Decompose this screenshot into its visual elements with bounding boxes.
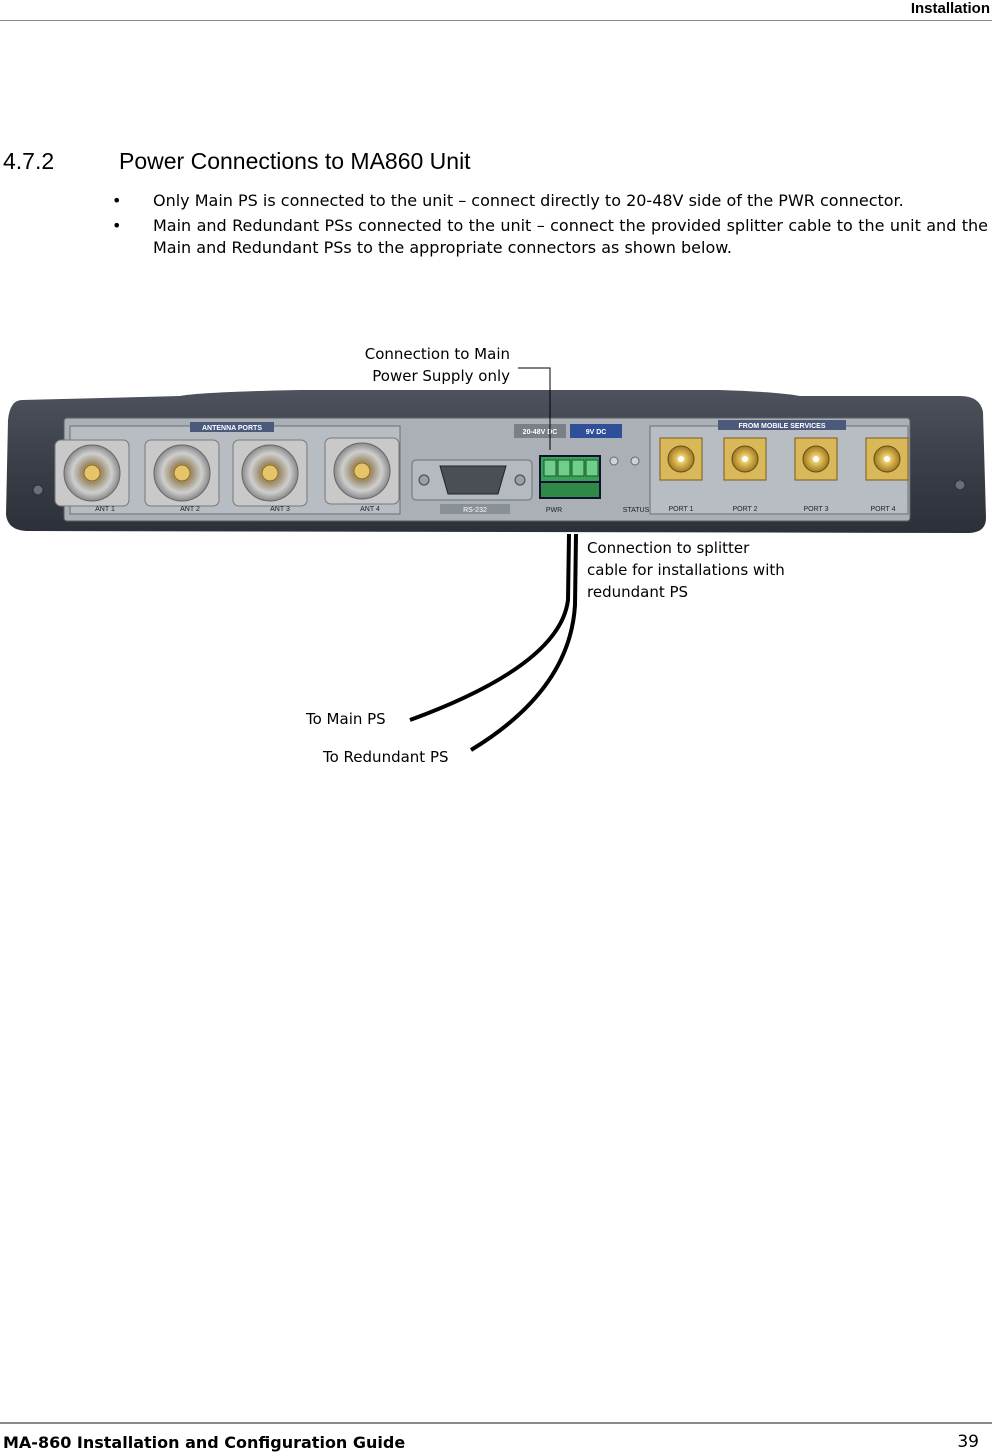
callout-splitter-line-1: Connection to splitter xyxy=(587,539,750,557)
status-led-2 xyxy=(630,456,640,466)
callout-main-only-line-2: Power Supply only xyxy=(372,367,510,385)
mounting-hole-left xyxy=(32,484,44,496)
port-2-label: PORT 2 xyxy=(732,506,757,513)
port-connector-3 xyxy=(794,437,838,481)
port-1-label: PORT 1 xyxy=(668,506,693,513)
ant-connector-1 xyxy=(54,439,130,507)
footer-rule xyxy=(0,1422,992,1424)
rs232-connector xyxy=(411,459,533,501)
callout-main-only-line-1: Connection to Main xyxy=(364,345,510,363)
callout-main-only-leader xyxy=(518,367,551,450)
callout-splitter-line-2: cable for installations with xyxy=(587,561,785,579)
ant-connector-3 xyxy=(232,439,308,507)
status-label: STATUS xyxy=(623,507,650,514)
pwr-terminal-block xyxy=(539,455,601,499)
ant-1-label: ANT 1 xyxy=(95,506,115,513)
callout-splitter-line-3: redundant PS xyxy=(587,583,689,601)
label-to-main-ps: To Main PS xyxy=(306,710,386,728)
ant-3-label: ANT 3 xyxy=(270,506,290,513)
callout-main-only: Connection to Main Power Supply only xyxy=(365,343,510,387)
antenna-label-box xyxy=(190,422,274,432)
voltage-main-box xyxy=(514,424,566,438)
running-header: Installation xyxy=(910,0,990,17)
port-connector-2 xyxy=(723,437,767,481)
voltage-main-label: 20-48V DC xyxy=(523,429,558,436)
cable-to-redundant-ps xyxy=(469,533,578,752)
mounting-hole-right xyxy=(954,479,966,491)
cable-to-main-ps xyxy=(409,533,571,722)
ant-2-label: ANT 2 xyxy=(180,506,200,513)
page-number: 39 xyxy=(957,1432,979,1452)
port-connector-1 xyxy=(659,437,703,481)
section-heading: 4.7.2 Power Connections to MA860 Unit xyxy=(3,148,471,175)
power-connection-figure: ANTENNA PORTS ANT 1 ANT 2 ANT 3 ANT 4 xyxy=(0,330,992,790)
list-item: • Main and Redundant PSs connected to th… xyxy=(112,215,988,259)
port-4-label: PORT 4 xyxy=(870,506,895,513)
section-number: 4.7.2 xyxy=(3,148,55,174)
bullet-text: Only Main PS is connected to the unit – … xyxy=(153,191,904,210)
ant-4-label: ANT 4 xyxy=(360,506,380,513)
ant-connector-4 xyxy=(324,437,400,505)
status-led-1 xyxy=(609,456,619,466)
bullet-list: • Only Main PS is connected to the unit … xyxy=(112,190,988,262)
bullet-icon: • xyxy=(112,191,122,210)
antenna-ports-label: ANTENNA PORTS xyxy=(202,425,262,432)
ant-connector-2 xyxy=(144,439,220,507)
footer-title: MA-860 Installation and Configuration Gu… xyxy=(3,1433,406,1452)
section-title: Power Connections to MA860 Unit xyxy=(119,148,471,174)
rs232-label: RS-232 xyxy=(463,507,487,514)
port-3-label: PORT 3 xyxy=(803,506,828,513)
header-rule xyxy=(0,20,992,21)
voltage-9v-box xyxy=(570,424,622,438)
pwr-label: PWR xyxy=(546,507,562,514)
callout-splitter: Connection to splitter cable for install… xyxy=(587,537,785,603)
bullet-text: Main and Redundant PSs connected to the … xyxy=(153,216,988,257)
list-item: • Only Main PS is connected to the unit … xyxy=(112,190,988,212)
device-panel-illustration: ANTENNA PORTS ANT 1 ANT 2 ANT 3 ANT 4 xyxy=(6,367,986,752)
label-to-redundant-ps: To Redundant PS xyxy=(323,748,449,766)
bullet-icon: • xyxy=(112,216,122,235)
port-connector-4 xyxy=(865,437,909,481)
rs232-label-box xyxy=(440,504,510,514)
mobile-services-label-box xyxy=(718,420,846,430)
from-mobile-services-label: FROM MOBILE SERVICES xyxy=(739,423,826,430)
voltage-9v-label: 9V DC xyxy=(586,429,607,436)
